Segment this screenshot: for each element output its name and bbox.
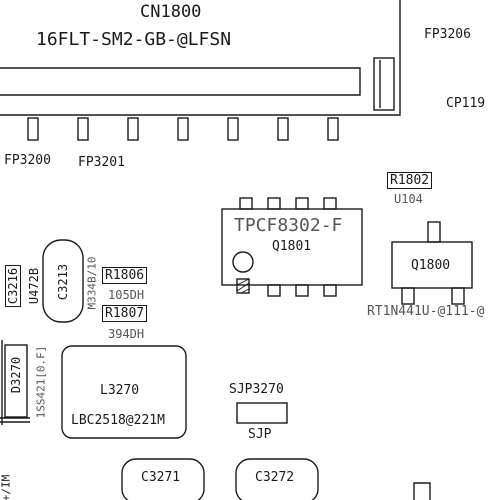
q1801-ref-label: Q1801 <box>272 239 312 254</box>
sjp3270-outline <box>236 402 288 424</box>
q1801-part-label: TPCF8302-F <box>234 215 343 236</box>
r1802-ref-label: R1802 <box>387 172 433 189</box>
d3270-ref-label: D3270 <box>9 356 23 394</box>
sjp3270-value-label: SJP <box>248 427 272 442</box>
fp3200-label: FP3200 <box>4 153 51 168</box>
q1800-part-label: RT1N441U-@111-@ <box>367 304 485 319</box>
d3270-part-label: 1SS421[0.F] <box>34 345 48 419</box>
d3270-outline <box>0 340 30 425</box>
fp3201-label: FP3201 <box>78 155 125 170</box>
c3271-ref-label: C3271 <box>141 470 181 485</box>
q1800-outline <box>391 221 473 305</box>
c3272-outline <box>235 458 319 500</box>
edge-rotated-label: +/IM <box>0 474 13 500</box>
q1801-outline <box>221 197 363 297</box>
c3216-value-label: U472B <box>27 267 41 305</box>
c3216-ref-label: C3216 <box>5 264 21 308</box>
cn1800-ref-label: CN1800 <box>140 2 202 22</box>
c3272-ref-label: C3272 <box>255 470 295 485</box>
r1806-value-label: 105DH <box>108 288 145 302</box>
l3270-ref-label: L3270 <box>100 383 140 398</box>
r1807-value-label: 394DH <box>108 327 145 341</box>
sjp3270-ref-label: SJP3270 <box>229 382 284 397</box>
cn1800-part-label: 16FLT-SM2-GB-@LFSN <box>36 29 232 50</box>
r1807-ref-label: R1807 <box>102 305 148 322</box>
connector-cn1800-outline <box>0 0 401 141</box>
c3213-ref-label: C3213 <box>56 263 70 301</box>
c3213-value-label: M334B/10 <box>85 256 99 310</box>
edge-component-fragment <box>413 482 431 500</box>
q1800-ref-label: Q1800 <box>411 258 451 273</box>
r1802-value-label: U104 <box>394 192 423 206</box>
c3271-outline <box>121 458 205 500</box>
cp119-label: CP119 <box>446 96 486 111</box>
l3270-outline <box>61 345 187 439</box>
c3213-outline <box>42 239 84 323</box>
l3270-part-label: LBC2518@221M <box>71 413 165 428</box>
r1806-ref-label: R1806 <box>102 267 148 284</box>
fp3206-label: FP3206 <box>424 27 471 42</box>
